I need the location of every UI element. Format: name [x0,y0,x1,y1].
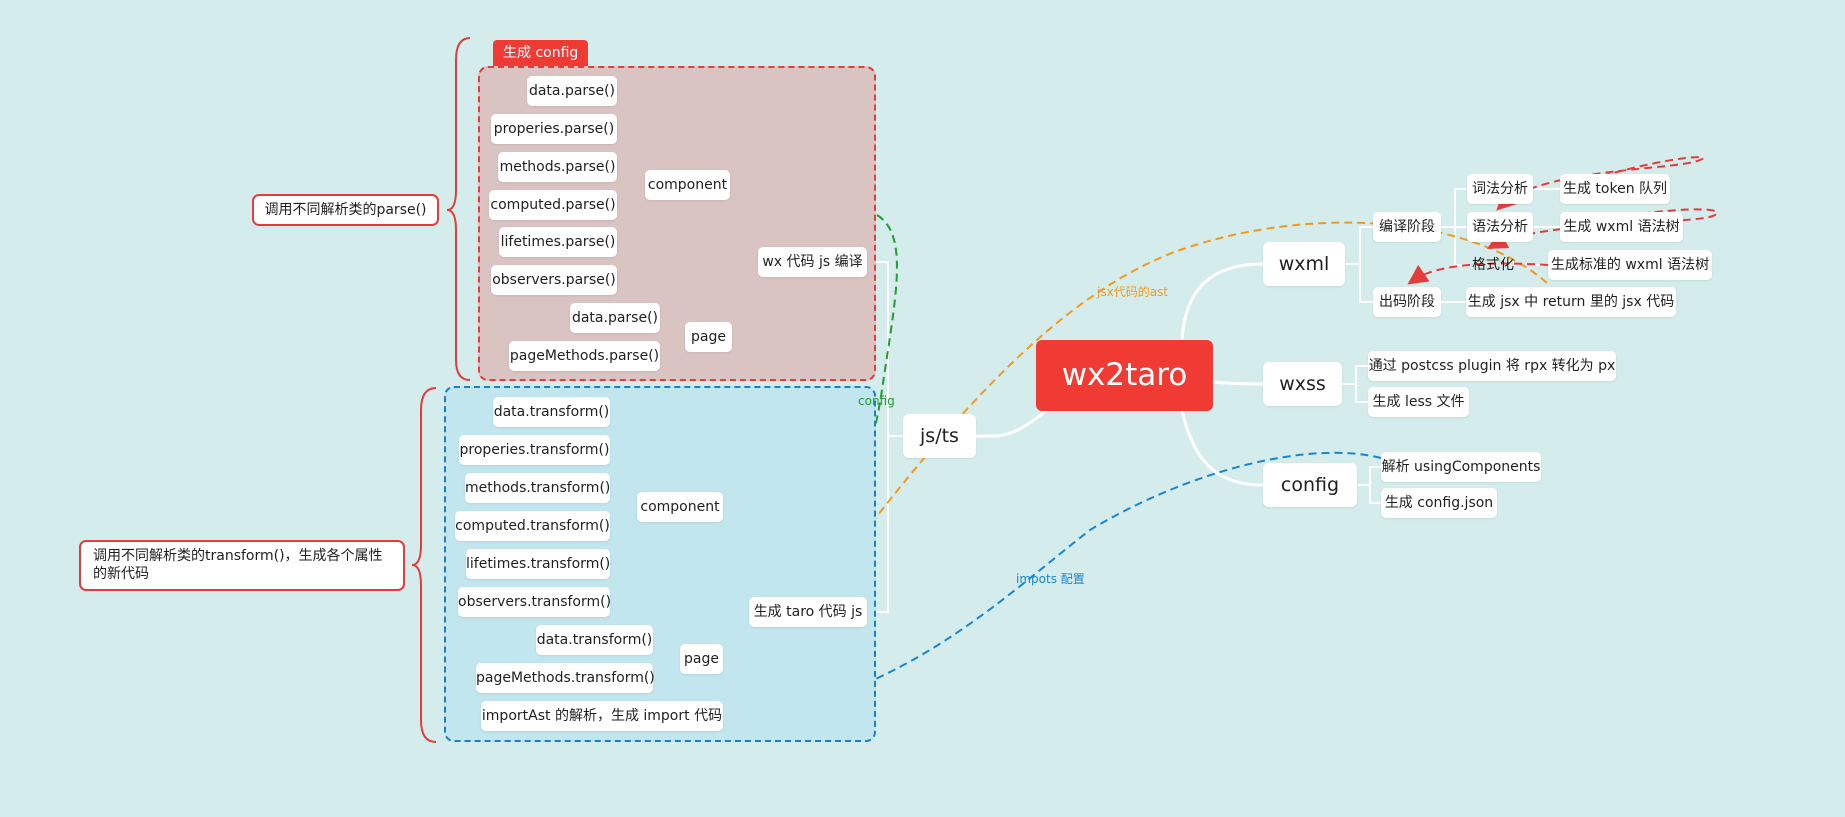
wxml-syntax[interactable]: 语法分析 [1467,212,1533,242]
compile-page[interactable]: page [685,322,732,352]
wxml-lexical[interactable]: 词法分析 [1467,174,1533,204]
generate-component-item[interactable]: computed.transform() [455,511,610,541]
generate-title[interactable]: 生成 taro 代码 js [749,597,867,627]
branch-js[interactable]: js/ts [903,414,976,458]
compile-component-item[interactable]: properies.parse() [491,114,617,144]
wxml-output-stage[interactable]: 出码阶段 [1373,287,1441,317]
generate-page-item[interactable]: data.transform() [536,625,653,655]
generate-page[interactable]: page [680,644,723,674]
rel-jsx-label: jsx代码的ast [1097,285,1168,299]
wxss-item[interactable]: 通过 postcss plugin 将 rpx 转化为 px [1368,351,1616,381]
wxml-lexical-child[interactable]: 生成 token 队列 [1560,174,1670,204]
generate-component-item[interactable]: properies.transform() [459,435,610,465]
compile-page-item[interactable]: data.parse() [570,303,660,333]
branch-wxml[interactable]: wxml [1263,242,1345,286]
config-item[interactable]: 解析 usingComponents [1381,452,1541,482]
wxml-syntax-child[interactable]: 生成 wxml 语法树 [1560,212,1683,242]
branch-wxss[interactable]: wxss [1263,362,1342,406]
config-item[interactable]: 生成 config.json [1381,488,1497,518]
generate-import-item[interactable]: importAst 的解析，生成 import 代码 [481,701,723,731]
compile-group-tag: 生成 config [493,40,589,66]
generate-page-item[interactable]: pageMethods.transform() [476,663,655,693]
wxml-compile-stage[interactable]: 编译阶段 [1373,212,1441,242]
compile-component-item[interactable]: data.parse() [527,76,617,106]
generate-component-item[interactable]: methods.transform() [465,473,610,503]
compile-component[interactable]: component [645,170,730,200]
wxml-output-child[interactable]: 生成 jsx 中 return 里的 jsx 代码 [1466,287,1676,317]
wxml-format[interactable]: 格式化 [1472,257,1514,273]
compile-component-item[interactable]: lifetimes.parse() [499,227,617,257]
compile-title[interactable]: wx 代码 js 编译 [758,247,867,277]
compile-component-item[interactable]: methods.parse() [498,152,617,182]
root-node[interactable]: wx2taro [1036,340,1213,411]
summary-parse[interactable]: 调用不同解析类的parse() [252,194,439,226]
wxml-format-child[interactable]: 生成标准的 wxml 语法树 [1548,250,1712,280]
generate-component-item[interactable]: lifetimes.transform() [466,549,610,579]
compile-component-item[interactable]: computed.parse() [489,190,617,220]
branch-config[interactable]: config [1263,463,1357,507]
compile-component-item[interactable]: observers.parse() [491,265,617,295]
rel-config-label: config [858,394,895,408]
compile-page-item[interactable]: pageMethods.parse() [509,341,660,371]
rel-imports-label: impots 配置 [1016,572,1085,586]
generate-component[interactable]: component [637,492,723,522]
summary-transform[interactable]: 调用不同解析类的transform()，生成各个属性的新代码 [79,540,405,591]
wxss-item[interactable]: 生成 less 文件 [1368,387,1469,417]
generate-component-item[interactable]: data.transform() [493,397,610,427]
generate-component-item[interactable]: observers.transform() [458,587,611,617]
